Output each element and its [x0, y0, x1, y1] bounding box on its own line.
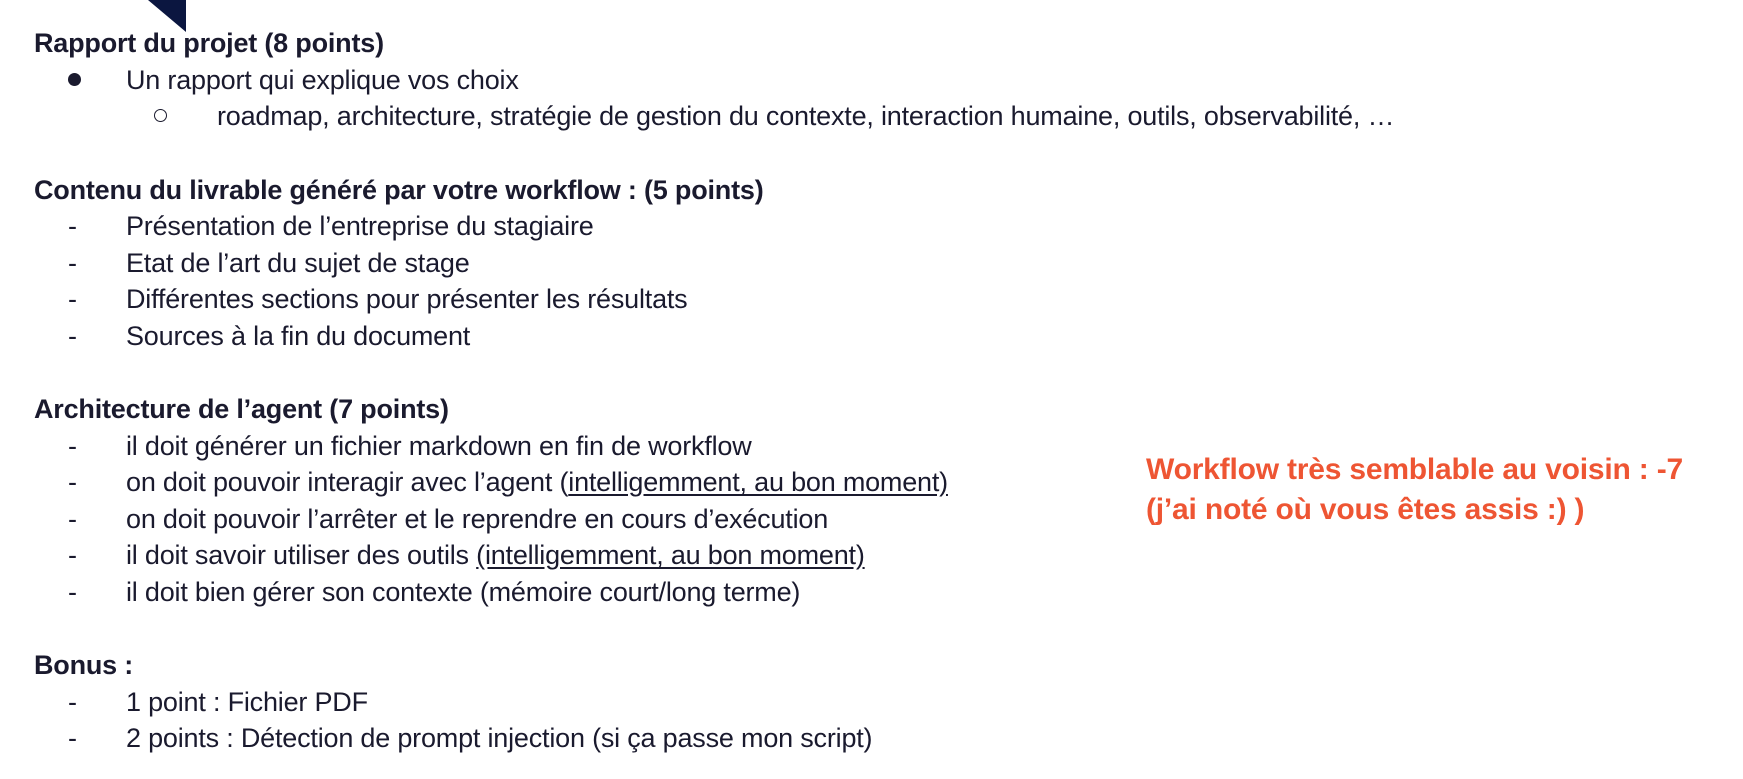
dash-marker: - [68, 576, 77, 607]
dash-marker: - [68, 686, 77, 717]
dash-marker: - [68, 211, 77, 241]
list-item-text: il doit savoir utiliser des outils [126, 540, 477, 570]
underlined-text: intelligemment, au bon moment) [568, 467, 948, 497]
list-item-text: roadmap, architecture, stratégie de gest… [217, 101, 1395, 131]
penalty-annotation: Workflow très semblable au voisin : -7 (… [1146, 450, 1683, 530]
list-item-text: Etat de l’art du sujet de stage [126, 247, 470, 278]
list-item: - il doit générer un fichier markdown en… [34, 428, 1134, 465]
dash-marker: - [68, 540, 77, 570]
list-item-text: il doit bien gérer son contexte (mémoire… [126, 576, 801, 607]
section-heading: Bonus : [34, 650, 134, 680]
dash-marker: - [68, 247, 77, 278]
list-item: - on doit pouvoir interagir avec l’agent… [34, 464, 1134, 501]
list-item-text: on doit pouvoir interagir avec l’agent ( [126, 467, 569, 497]
section-heading: Rapport du projet (8 points) [34, 28, 384, 58]
list-item-text: il doit générer un fichier markdown en f… [126, 430, 752, 461]
corner-triangle-decoration [148, 0, 186, 32]
list-item: - il doit savoir utiliser des outils (in… [34, 537, 1134, 574]
annotation-line-2: (j’ai noté où vous êtes assis :) ) [1146, 493, 1585, 526]
list-item: - il doit bien gérer son contexte (mémoi… [34, 574, 1134, 611]
list-item: - Etat de l’art du sujet de stage [34, 245, 1134, 282]
list-item-text: 2 points : Détection de prompt injection… [126, 723, 873, 753]
list-item-text: Différentes sections pour présenter les … [126, 284, 688, 314]
dash-marker: - [68, 503, 77, 534]
list-item: - Présentation de l’entreprise du stagia… [34, 208, 1134, 245]
section-rapport: Rapport du projet (8 points) Un rapport … [34, 25, 1394, 135]
list-item: Un rapport qui explique vos choix [34, 62, 1134, 99]
section-contenu-livrable: Contenu du livrable généré par votre wor… [34, 172, 1134, 355]
list-item: - Différentes sections pour présenter le… [34, 281, 1134, 318]
section-heading: Architecture de l’agent (7 points) [34, 394, 449, 424]
list-item-text: Sources à la fin du document [126, 320, 471, 351]
list-item-text: Un rapport qui explique vos choix [126, 64, 519, 95]
list-item: - 1 point : Fichier PDF [34, 684, 1134, 721]
circle-bullet-icon [154, 98, 184, 135]
list-item-text: 1 point : Fichier PDF [126, 686, 368, 717]
section-architecture-agent: Architecture de l’agent (7 points) - il … [34, 391, 1134, 610]
section-bonus: Bonus : - 1 point : Fichier PDF - 2 poin… [34, 647, 1134, 757]
list-item: - on doit pouvoir l’arrêter et le repren… [34, 501, 1134, 538]
dash-marker: - [68, 320, 77, 351]
bullet-icon [68, 62, 98, 99]
list-item-text: on doit pouvoir l’arrêter et le reprendr… [126, 503, 829, 534]
section-heading: Contenu du livrable généré par votre wor… [34, 174, 764, 205]
list-item-text: Présentation de l’entreprise du stagiair… [126, 211, 594, 241]
dash-marker: - [68, 723, 77, 753]
sub-list-item: roadmap, architecture, stratégie de gest… [34, 98, 1394, 135]
list-item: - 2 points : Détection de prompt injecti… [34, 720, 1134, 757]
dash-marker: - [68, 467, 77, 497]
list-item: - Sources à la fin du document [34, 318, 1134, 355]
grading-rubric: Rapport du projet (8 points) Un rapport … [34, 25, 1394, 757]
annotation-line-1: Workflow très semblable au voisin : -7 [1146, 453, 1683, 486]
dash-marker: - [68, 430, 77, 461]
underlined-text: (intelligemment, au bon moment) [476, 540, 865, 570]
dash-marker: - [68, 284, 77, 314]
